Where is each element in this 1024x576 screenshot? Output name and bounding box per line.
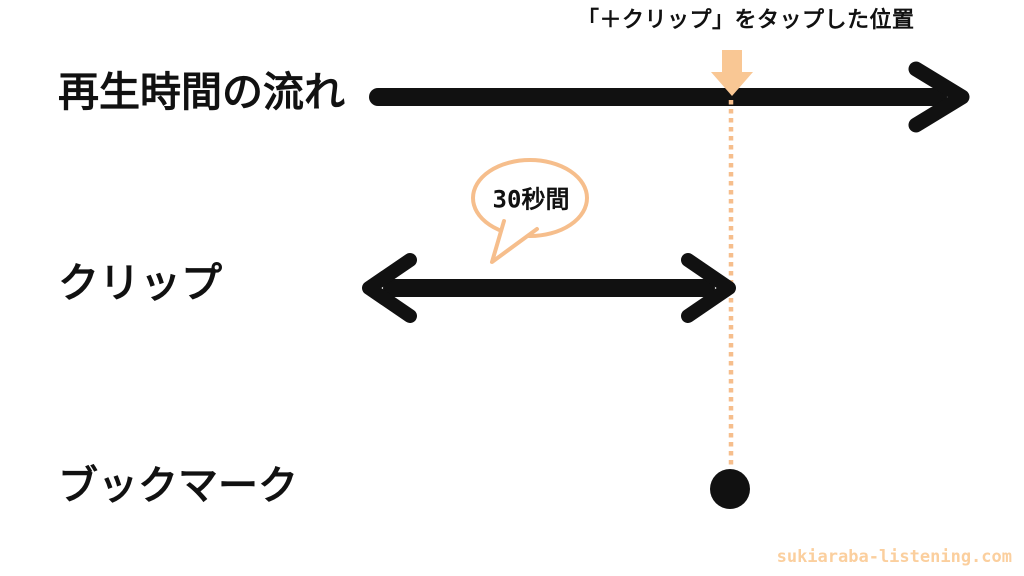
timeline-arrowhead-icon (908, 61, 970, 133)
duration-bubble-label: 30秒間 (492, 185, 570, 214)
speech-bubble-tail (490, 219, 539, 264)
timeline-arrow (369, 61, 970, 133)
clip-range-arrow (362, 253, 736, 323)
timeline-row-label: 再生時間の流れ (58, 68, 345, 116)
site-watermark: sukiaraba-listening.com (776, 547, 1012, 567)
tap-position-label: 「＋クリップ」をタップした位置 (577, 8, 915, 33)
bookmark-dot (710, 469, 750, 509)
tap-position-down-arrow-icon (711, 50, 753, 96)
clip-range-right-arrowhead-icon (681, 253, 736, 323)
clip-row-label: クリップ (58, 259, 222, 307)
duration-speech-bubble (471, 158, 589, 264)
bookmark-row-label: ブックマーク (58, 463, 298, 509)
clip-range-left-arrowhead-icon (362, 253, 417, 323)
